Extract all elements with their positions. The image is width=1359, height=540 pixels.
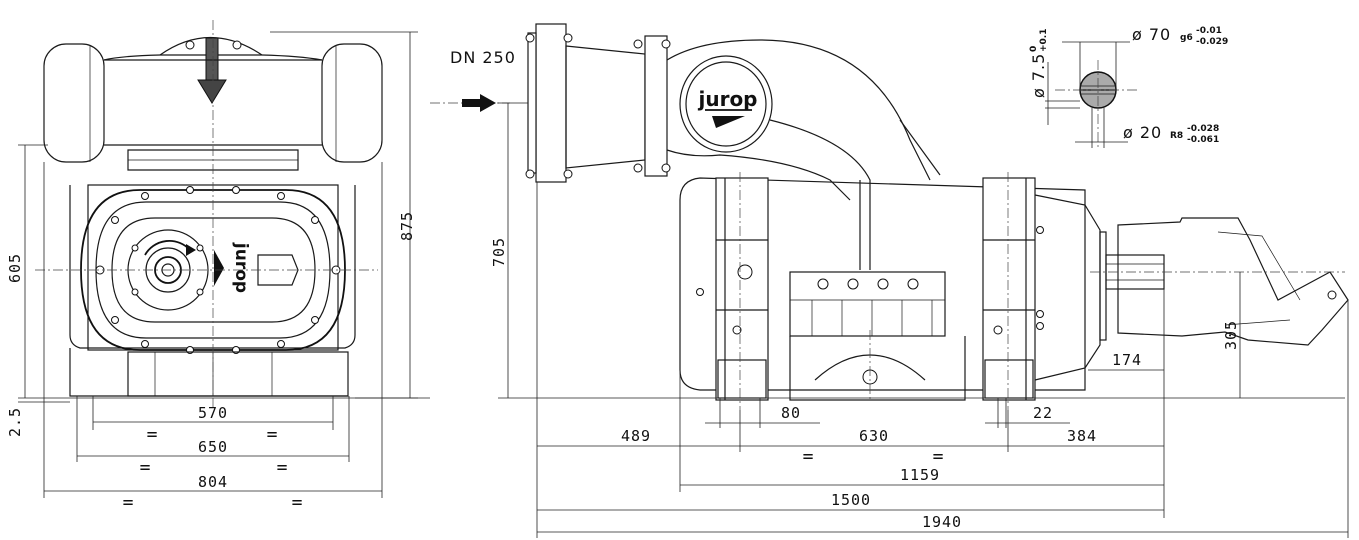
dia-20-tol-lower: -0.061: [1187, 135, 1219, 145]
dim-705: 705: [490, 237, 508, 267]
dia-70-tol-lower: -0.029: [1196, 37, 1228, 47]
dia-7-5-tol-lower: +0.1: [1039, 29, 1049, 52]
dim-570: 570: [198, 404, 228, 422]
dim-22: 22: [1033, 404, 1053, 422]
dim-305: 305: [1222, 320, 1240, 350]
dim-174: 174: [1112, 351, 1142, 369]
dim-804: 804: [198, 473, 228, 491]
dim-2-5: 2.5: [6, 407, 24, 437]
side-logo: jurop: [697, 87, 757, 111]
dia-70-tol-upper: -0.01: [1196, 26, 1222, 36]
dim-630: 630: [859, 427, 889, 445]
flow-arrow-down-icon: [197, 37, 227, 104]
inlet-label: DN 250: [450, 48, 516, 67]
front-view: jurop 875 605 2.5 570 = =: [6, 20, 430, 513]
dia-70-label: ø 70: [1132, 25, 1171, 44]
dia-20-tol-upper: -0.028: [1187, 124, 1219, 134]
equal-mark: =: [277, 457, 288, 478]
dia-7-5-label: ø 7.5: [1029, 53, 1048, 98]
dia-7-5-tol-upper: 0: [1029, 46, 1039, 52]
side-view: DN 250 jurop: [430, 23, 1349, 538]
equal-mark: =: [267, 424, 278, 445]
dim-1500: 1500: [831, 491, 871, 509]
flow-arrow-right-icon: [430, 94, 510, 112]
dia-70-fit: g6: [1180, 33, 1193, 43]
dim-80: 80: [781, 404, 801, 422]
shaft-detail: ø 70 g6 -0.01 -0.029 ø 20 R8 -0.028 -0.0…: [1029, 25, 1228, 150]
equal-mark: =: [803, 446, 814, 467]
equal-mark: =: [933, 446, 944, 467]
dim-875: 875: [398, 211, 416, 241]
dim-650: 650: [198, 438, 228, 456]
equal-mark: =: [123, 492, 134, 513]
dim-1940: 1940: [922, 513, 962, 531]
front-logo: jurop: [231, 242, 251, 293]
equal-mark: =: [140, 457, 151, 478]
equal-mark: =: [292, 492, 303, 513]
dia-20-fit: R8: [1170, 131, 1183, 141]
equal-mark: =: [147, 424, 158, 445]
dim-605: 605: [6, 253, 24, 283]
dim-1159: 1159: [900, 466, 940, 484]
dim-489: 489: [621, 427, 651, 445]
dia-20-label: ø 20: [1123, 123, 1162, 142]
dim-384: 384: [1067, 427, 1097, 445]
